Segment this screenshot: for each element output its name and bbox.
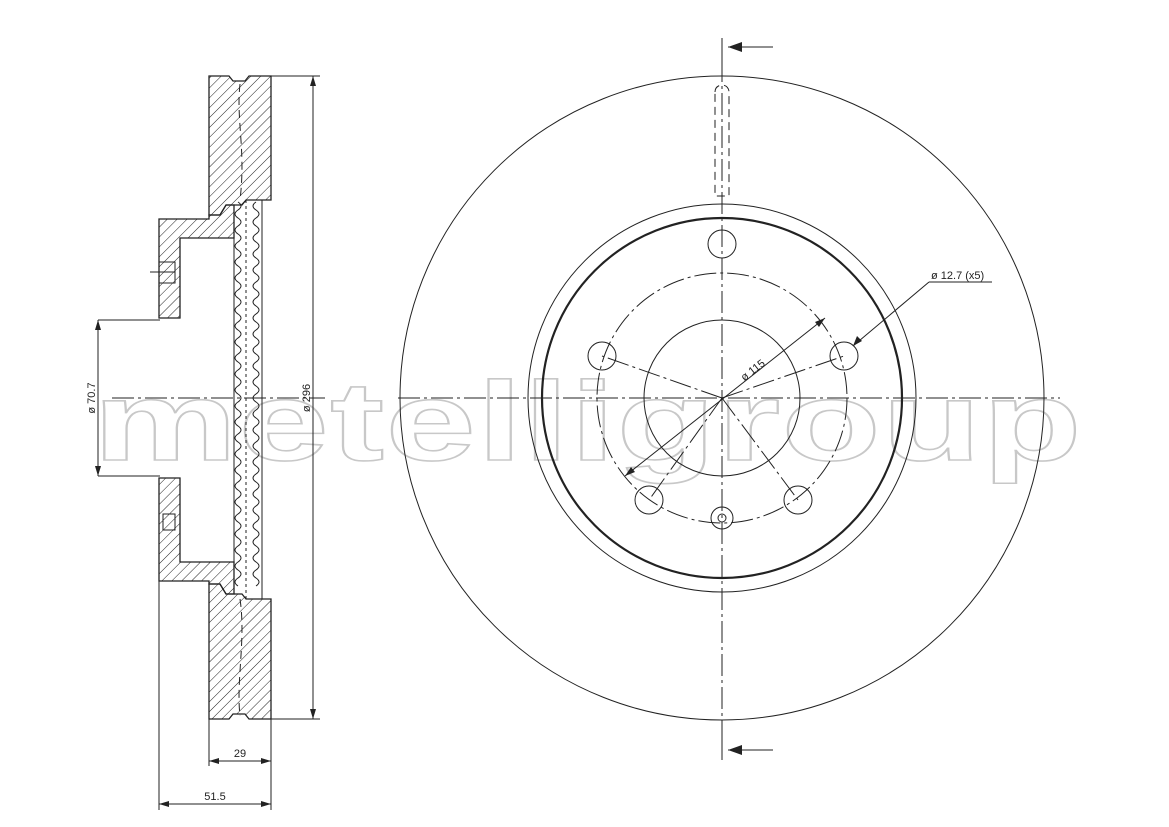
bolt-holes <box>587 229 859 515</box>
bolt-hole-dimension-label: ø 12.7 (x5) <box>931 270 984 282</box>
overall-height-dimension-label: 51.5 <box>204 791 225 803</box>
bolt-hole-right <box>829 341 859 371</box>
hidden-slot <box>714 84 730 197</box>
lower-friction-ring-section <box>208 583 272 720</box>
watermark-logo: metelligroup <box>93 359 1083 484</box>
side-view-dimensions: ø 70.7 ø 296 29 51.5 <box>86 75 320 810</box>
disc-section-view <box>112 75 325 720</box>
bolt-hole-bottom-right <box>783 485 813 515</box>
center-bore-dimension-label: ø 70.7 <box>86 382 98 413</box>
upper-vent-vanes <box>234 201 242 587</box>
lower-vent-vanes <box>252 201 260 587</box>
disc-thickness-dimension-label: 29 <box>234 748 246 760</box>
upper-friction-ring-section <box>208 75 272 216</box>
lower-hat-wall-section <box>158 477 235 595</box>
outer-diameter-dimension-label: ø 296 <box>301 384 313 412</box>
bolt-hole-left <box>587 341 617 371</box>
bolt-hole-bottom-left <box>634 485 664 515</box>
